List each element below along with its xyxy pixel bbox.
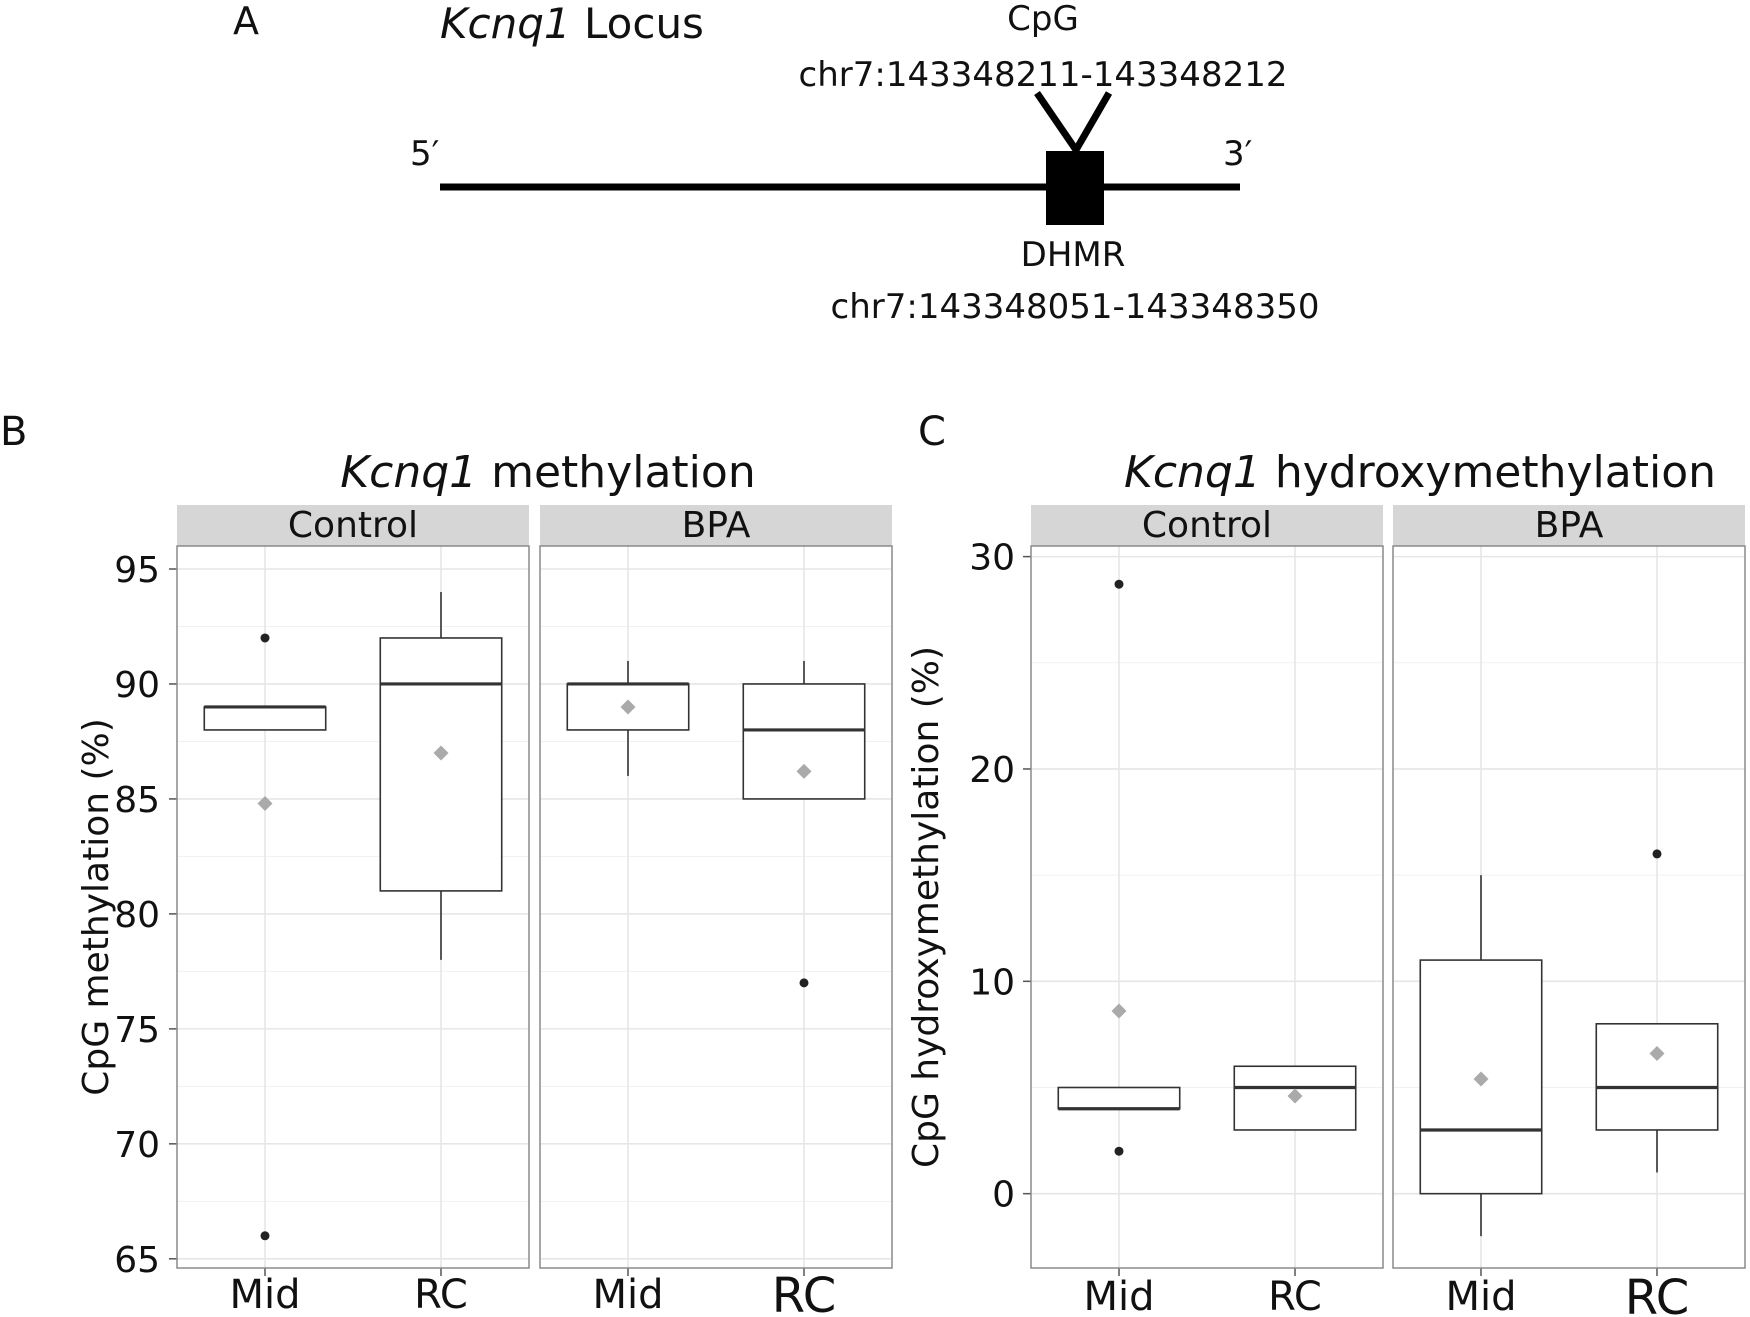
x-tick-label: Mid [1083,1274,1154,1317]
hydroxymethylation-chart-title: Kcnq1 hydroxymethylation [1124,447,1716,498]
panel-c-letter: C [918,409,946,455]
cpg-coordinates: chr7:143348211-143348212 [799,55,1288,95]
dhmr-label: DHMR [1021,235,1126,275]
facet-strip-label: Control [288,505,418,546]
locus-suffix: Locus [571,0,704,48]
y-tick-label: 65 [114,1240,160,1281]
x-tick-label: RC [772,1268,836,1317]
x-tick-label: RC [1625,1270,1689,1317]
cpg-label: CpG [1007,0,1079,39]
y-tick-label: 70 [114,1125,160,1166]
y-tick-label: 85 [114,780,160,821]
facet-panel-border [539,545,893,1269]
methylation-facet-bpa: BPA Mid RC [539,505,893,1317]
outlier-point [260,633,270,643]
outlier-point [1114,1146,1124,1156]
mean-marker [796,763,812,779]
chart-title-gene: Kcnq1 [1124,447,1261,498]
y-tick-label: 10 [969,962,1015,1003]
dhmr-block [1046,151,1104,225]
y-tick-label: 90 [114,665,160,706]
y-tick-label: 30 [969,538,1015,579]
facet-strip-label: BPA [1535,505,1604,546]
panel-b-letter: B [0,409,27,455]
facet-strip [1393,505,1745,546]
locus-title: Kcnq1 Locus [440,0,704,48]
y-tick-label: 75 [114,1010,160,1051]
box-group-rc: RC [1233,1065,1357,1317]
panel-a-letter: A [233,0,259,43]
mean-marker [1649,1046,1665,1062]
interquartile-box [379,637,503,892]
facet-strip-label: BPA [682,505,751,546]
x-tick-label: RC [414,1272,468,1317]
box-group-mid: Mid [566,660,690,1317]
facet-strip [177,505,529,546]
box-group-mid: Mid [203,633,327,1317]
interquartile-box [1057,1086,1181,1110]
chart-title-rest: hydroxymethylation [1261,447,1716,498]
locus-gene-name: Kcnq1 [440,0,571,48]
methylation-y-axis-label: CpG methylation (%) [76,718,117,1096]
mean-marker [1287,1088,1303,1104]
mean-marker [433,745,449,761]
x-tick-label: RC [1268,1274,1322,1317]
three-prime-end-label: 3′ [1223,134,1252,174]
facet-strip-label: Control [1142,505,1272,546]
box-group-rc: RC [742,660,866,1317]
mean-marker [257,796,273,812]
cpg-marker-caret [1034,91,1113,157]
y-tick-label: 20 [969,750,1015,791]
box-group-rc: RC [379,591,503,1317]
box-group-rc: RC [1595,849,1719,1317]
outlier-point [1652,849,1662,859]
box-group-mid: Mid [1419,875,1543,1317]
x-tick-label: Mid [1445,1274,1516,1317]
mean-marker [1473,1071,1489,1087]
mean-marker [1111,1003,1127,1019]
hydroxymethylation-y-axis-label: CpG hydroxymethylation (%) [906,646,947,1168]
facet-panel-border [176,545,530,1269]
y-tick-label: 80 [114,895,160,936]
interquartile-box [203,706,327,731]
outlier-point [799,978,809,988]
facet-panel-border [1392,545,1746,1269]
hydroxymethylation-facet-bpa: BPA Mid RC [1392,505,1746,1317]
chart-title-gene: Kcnq1 [340,447,477,498]
panel-a: A Kcnq1 Locus CpG chr7:143348211-1433482… [233,0,1319,327]
dhmr-coordinates: chr7:143348051-143348350 [831,287,1320,327]
facet-strip [1031,505,1383,546]
x-tick-label: Mid [592,1272,663,1317]
interquartile-box [742,683,866,800]
chart-title-rest: methylation [477,447,756,498]
methylation-chart-title: Kcnq1 methylation [340,447,755,498]
interquartile-box [1595,1022,1719,1131]
box-group-mid: Mid [1057,579,1181,1317]
y-tick-label: 0 [992,1175,1015,1216]
y-tick-label: 95 [114,550,160,591]
facet-panel-border [1030,545,1384,1269]
facet-strip [540,505,892,546]
x-tick-label: Mid [229,1272,300,1317]
five-prime-end-label: 5′ [410,134,439,174]
outlier-point [1114,579,1124,589]
mean-marker [620,699,636,715]
outlier-point [260,1231,270,1241]
